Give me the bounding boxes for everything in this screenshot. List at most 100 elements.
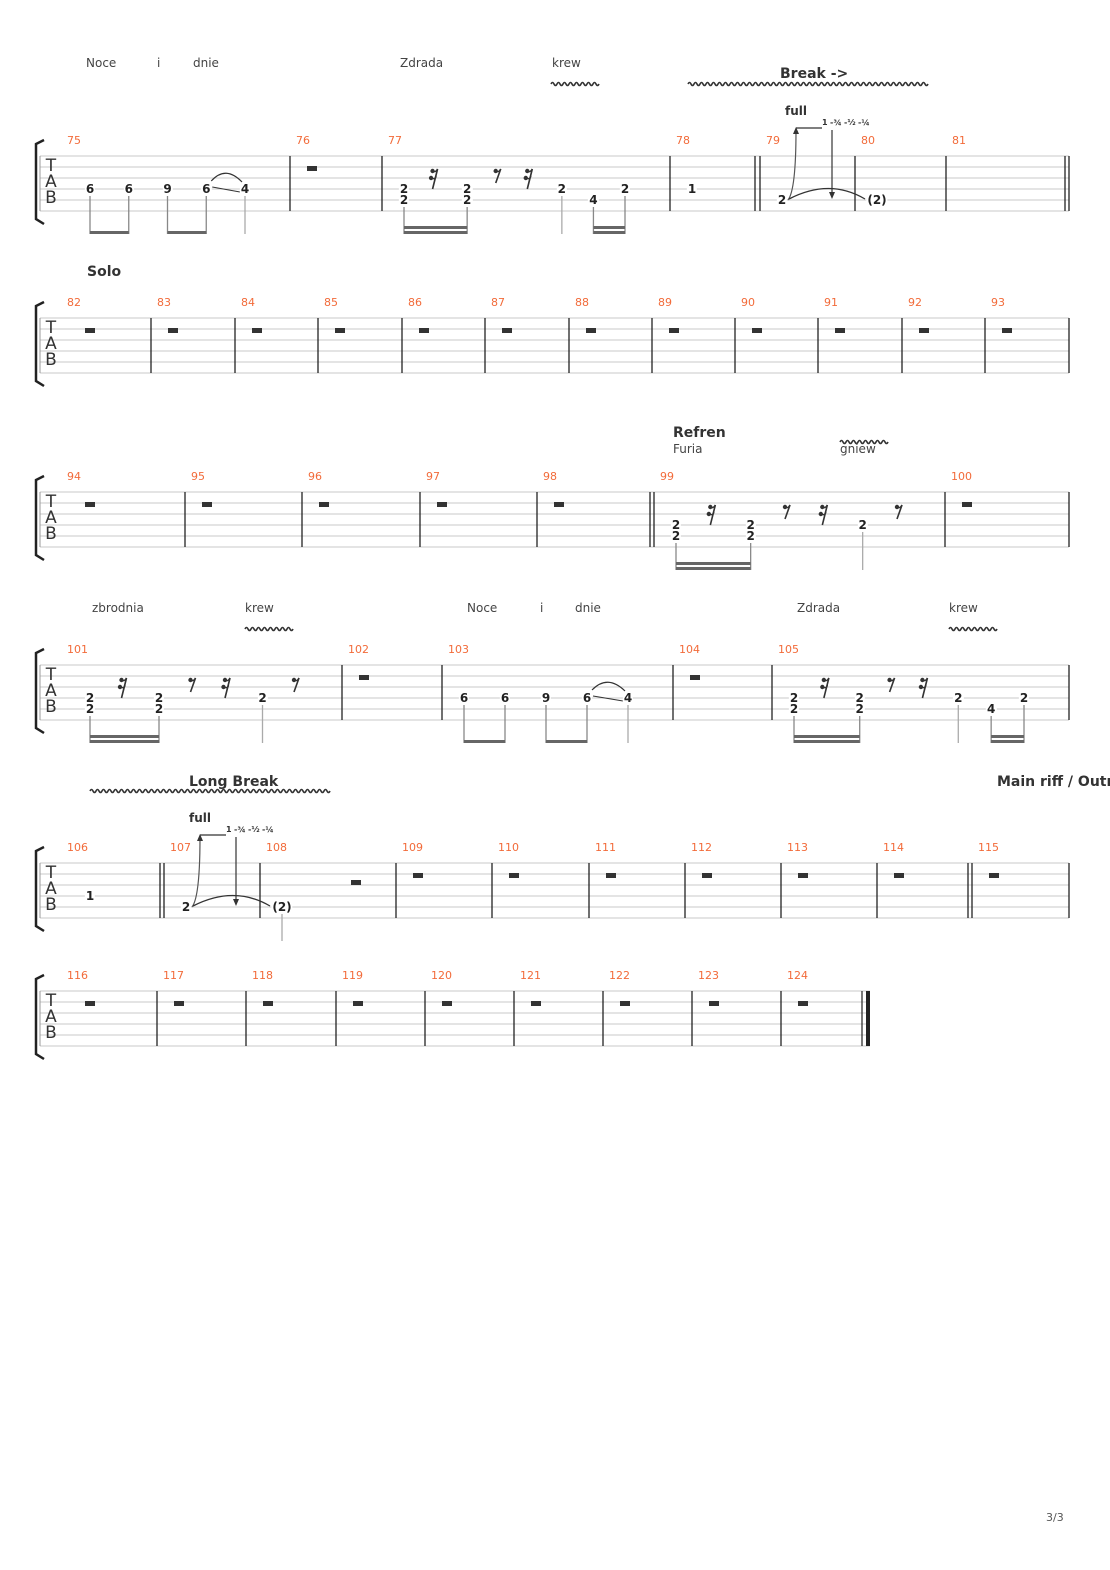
lyric-text: krew <box>949 601 978 615</box>
tab-clef-letter: A <box>45 172 57 192</box>
lyric-text: Noce <box>467 601 498 615</box>
measure-number: 103 <box>448 643 469 656</box>
fret-number: 2 <box>556 182 568 196</box>
release-step-label: 1 <box>822 118 828 127</box>
measure-number: 99 <box>660 470 674 483</box>
fret-number: 6 <box>123 182 134 196</box>
bend-arrow-up-icon <box>793 127 799 134</box>
half-rest-icon <box>351 880 361 885</box>
whole-rest-icon <box>202 502 212 507</box>
measure-number: 81 <box>952 134 966 147</box>
bend-curve <box>787 129 797 201</box>
fret-number: 6 <box>84 182 96 196</box>
note-beam <box>404 231 468 234</box>
measure-number: 83 <box>157 296 171 309</box>
lyric-text: Zdrada <box>400 56 444 70</box>
whole-rest-icon <box>531 1001 541 1006</box>
whole-rest-icon <box>1002 328 1012 333</box>
section-marker: Solo <box>87 264 122 280</box>
bend-amount-label: full <box>189 811 211 825</box>
release-step-label: -½ <box>248 825 260 834</box>
tie-arc <box>192 894 271 907</box>
fret-number: 2 <box>153 691 165 705</box>
lyric-text: zbrodnia <box>92 601 144 615</box>
whole-rest-icon <box>319 502 329 507</box>
whole-rest-icon <box>85 502 95 507</box>
measure-number: 97 <box>426 470 440 483</box>
measure-number: 96 <box>308 470 322 483</box>
whole-rest-icon <box>709 1001 719 1006</box>
fret-number: 2 <box>745 518 756 532</box>
fret-number: 2 <box>1018 691 1030 705</box>
measure-number: 114 <box>883 841 904 854</box>
final-barline <box>866 991 870 1046</box>
section-marker: Main riff / Outro <box>997 774 1110 790</box>
measure-number: 118 <box>252 969 273 982</box>
note-beam <box>676 567 751 570</box>
tab-clef-letter: B <box>45 188 57 208</box>
tab-clef-letter: T <box>45 665 57 685</box>
fret-number: 4 <box>985 702 997 716</box>
eighth-rest-icon <box>293 677 300 693</box>
vibrato-wavy-line <box>550 81 600 87</box>
fret-number: 2 <box>670 529 682 543</box>
measure-number: 79 <box>766 134 780 147</box>
release-step-label: -½ <box>844 118 856 127</box>
tab-clef-letter: A <box>45 508 57 528</box>
tab-clef-letter: B <box>45 524 57 544</box>
measure-number: 110 <box>498 841 519 854</box>
measure-number: 112 <box>691 841 712 854</box>
tie-arc <box>788 187 866 200</box>
lyric-text: i <box>540 601 544 615</box>
measure-number: 88 <box>575 296 589 309</box>
sixteenth-rest-icon <box>120 677 128 699</box>
fret-number: 4 <box>622 691 634 705</box>
fret-number: 2 <box>776 193 788 207</box>
whole-rest-icon <box>606 873 616 878</box>
measure-number: 82 <box>67 296 81 309</box>
sixteenth-rest-icon <box>224 677 231 699</box>
measure-number: 108 <box>266 841 287 854</box>
eighth-rest-icon <box>896 504 903 520</box>
fret-number: 2 <box>854 702 865 716</box>
eighth-rest-icon <box>189 677 197 693</box>
section-marker: Refren <box>673 425 726 441</box>
measure-number: 78 <box>676 134 690 147</box>
slur-arc <box>591 681 626 692</box>
whole-rest-icon <box>586 328 596 333</box>
whole-rest-icon <box>359 675 369 680</box>
measure-number: 104 <box>679 643 700 656</box>
measure-number: 113 <box>787 841 808 854</box>
fret-number: 2 <box>745 529 756 543</box>
whole-rest-icon <box>620 1001 630 1006</box>
fret-number: 6 <box>458 691 470 705</box>
tab-clef-letter: A <box>45 1007 57 1027</box>
note-beam-secondary <box>676 562 751 565</box>
fret-number: 2 <box>398 193 410 207</box>
release-step-label: -¾ <box>830 118 842 127</box>
note-beam <box>794 740 860 743</box>
fret-number: 2 <box>788 702 800 716</box>
measure-number: 120 <box>431 969 452 982</box>
measure-number: 75 <box>67 134 81 147</box>
measure-number: 107 <box>170 841 191 854</box>
sixteenth-rest-icon <box>709 504 717 526</box>
eighth-rest-icon <box>888 677 896 693</box>
whole-rest-icon <box>509 873 519 878</box>
note-beam <box>546 740 587 743</box>
fret-number: 4 <box>588 193 599 207</box>
fret-number: 2 <box>398 182 410 196</box>
measure-number: 117 <box>163 969 184 982</box>
fret-number: 2 <box>857 518 868 532</box>
note-beam-secondary <box>593 226 625 229</box>
system-bracket <box>34 474 45 562</box>
lyric-text: krew <box>552 56 581 70</box>
eighth-rest-icon <box>494 168 502 184</box>
tab-clef-letter: B <box>45 1023 57 1043</box>
measure-number: 106 <box>67 841 88 854</box>
release-step-label: -¾ <box>234 825 246 834</box>
tab-clef-letter: A <box>45 879 57 899</box>
measure-number: 76 <box>296 134 310 147</box>
bend-arrow-down-icon <box>829 192 835 199</box>
